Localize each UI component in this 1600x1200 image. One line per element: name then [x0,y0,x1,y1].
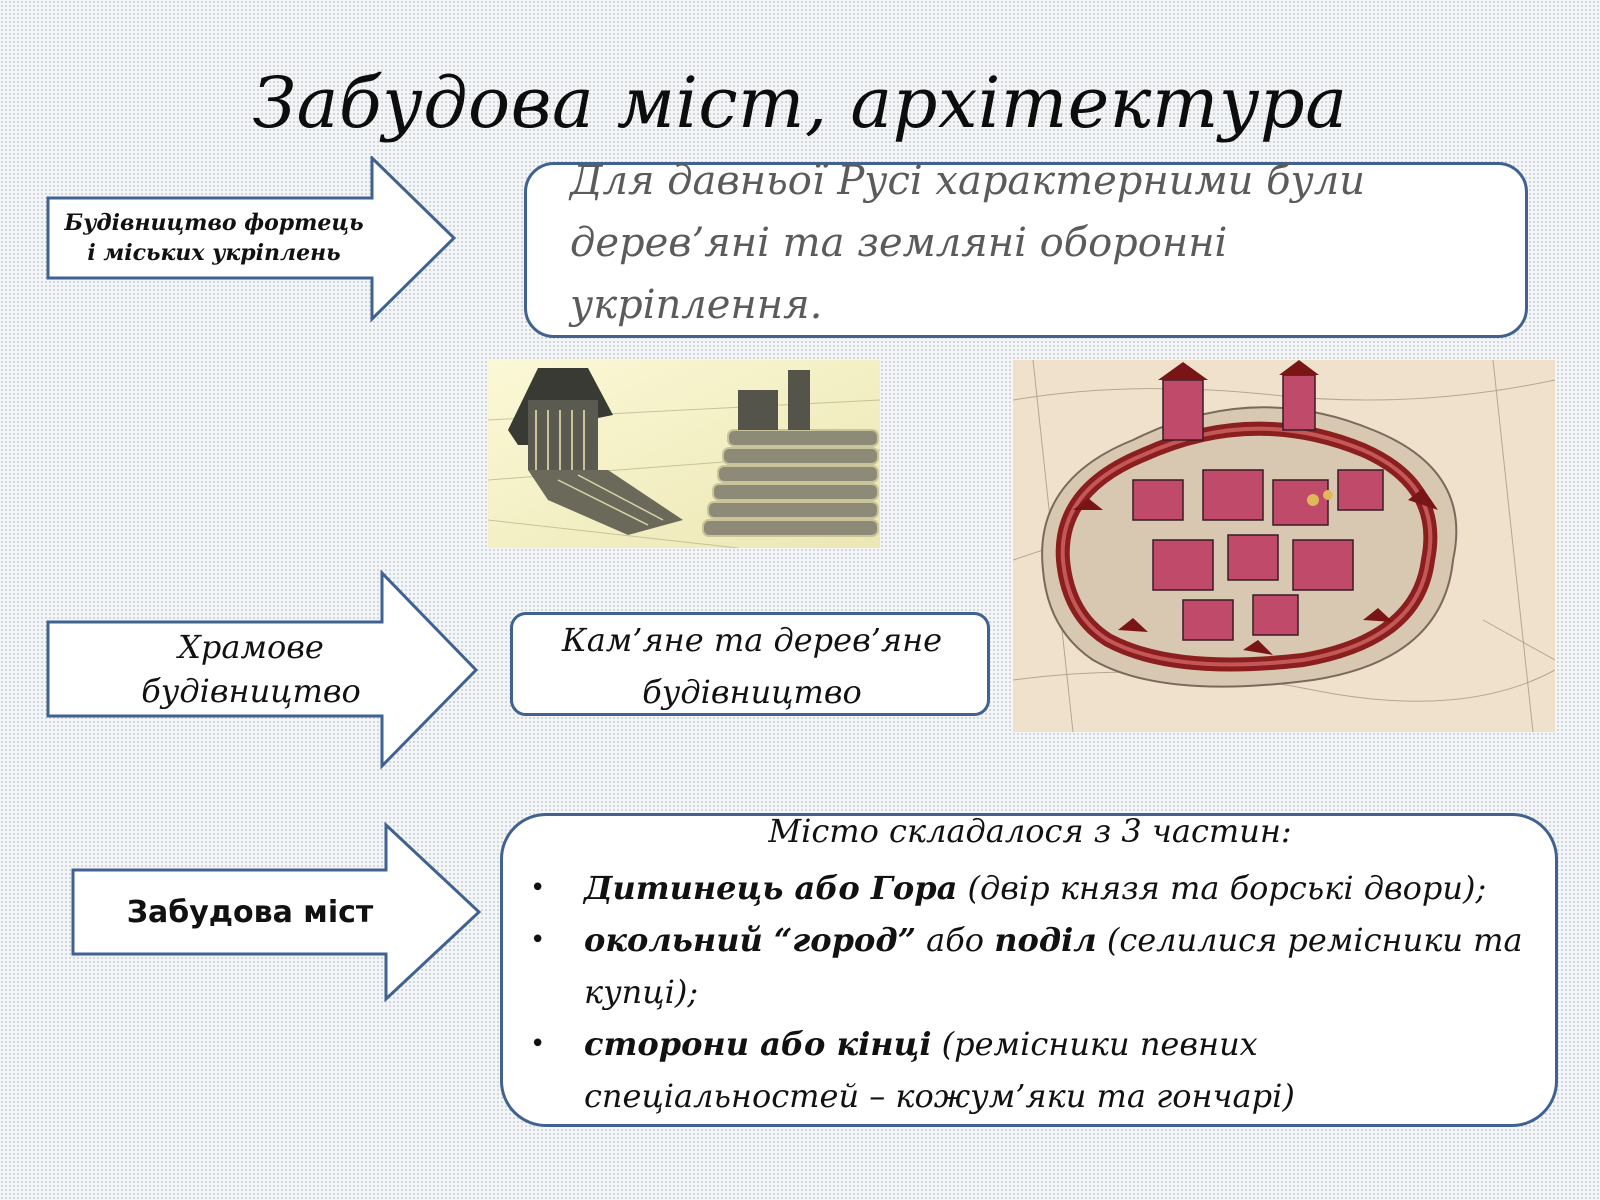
bullet: • [530,873,546,903]
fortifications-description: Для давньої Русі характерними були дерев… [570,158,1365,328]
city-part-connector: або [916,921,995,959]
arrow-fortifications: Будівництво фортець і міських укріплень [46,156,466,324]
slide-title: Забудова міст, архітектура [252,62,1348,144]
bullet: • [530,1029,546,1059]
arrow-shape [46,570,479,770]
city-parts-heading: Місто складалося з 3 частин: [768,812,1292,850]
arrow-label-city-building: Забудова міст [126,894,374,930]
city-part-name-alt: поділ [994,921,1097,959]
city-part-name: сторони або кінці [584,1025,932,1063]
arrow-label-fortifications: Будівництво фортець і міських укріплень [64,210,364,266]
fortifications-description-box [524,162,1528,338]
city-part-detail: (двір князя та борські двори); [957,869,1487,907]
city-part-detail: (селилися ремісники та купці); [584,921,1523,1011]
city-part-name: окольний “город” [584,921,916,959]
wooden-fortifications-image [488,360,880,548]
list-item: • окольний “город” або поділ (селилися р… [530,914,1540,1018]
list-item: • сторони або кінці (ремісники певних сп… [530,1018,1540,1122]
arrow-city-building: Забудова міст [71,822,485,1002]
arrow-temple-building: Храмове будівництво [46,570,482,770]
bullet: • [530,925,546,955]
arrow-shape [46,156,457,323]
arrow-label-temple-building: Храмове будівництво [141,628,361,710]
city-parts-box [500,813,1558,1127]
city-parts-list: • Дитинець або Гора (двір князя та борсь… [530,862,1540,1122]
city-part-detail: (ремісники певних спеціальностей – кожум… [584,1025,1295,1115]
arrow-shape [71,822,482,1002]
medieval-city-map-image [1013,360,1555,732]
city-part-name: Дитинець або Гора [584,869,958,907]
list-item: • Дитинець або Гора (двір князя та борсь… [530,862,1540,914]
temple-description: Кам’яне та дерев’яне будівництво [561,621,943,711]
temple-description-box [510,612,990,716]
